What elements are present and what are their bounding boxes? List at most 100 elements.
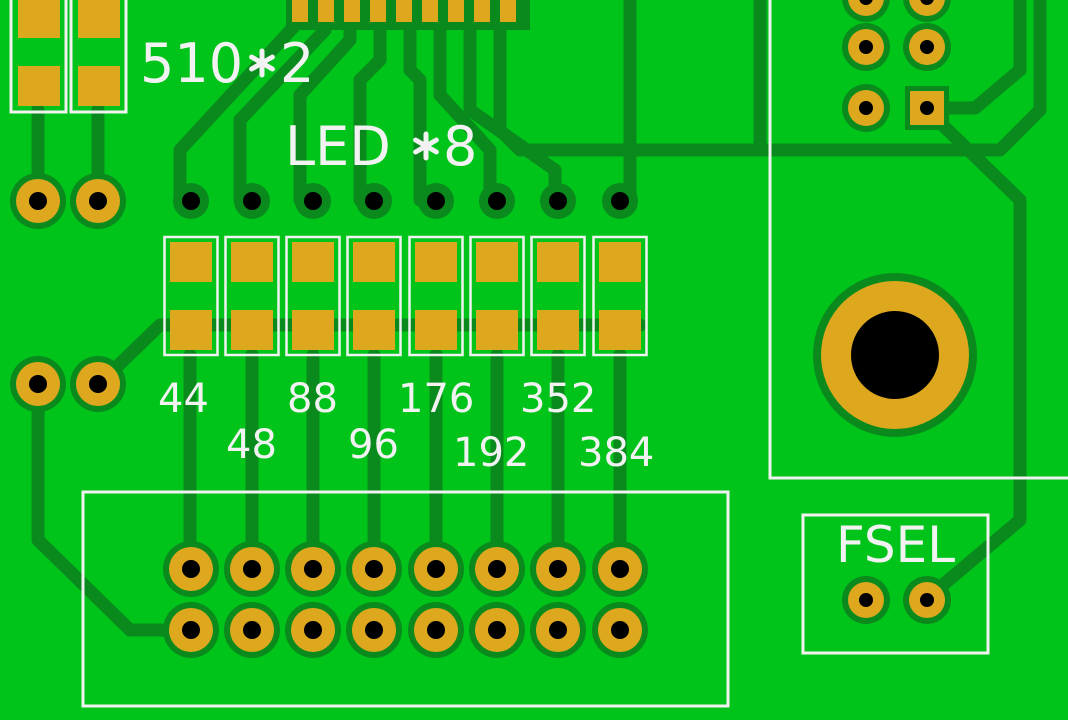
freq-label: 48	[226, 422, 277, 468]
drill-hole	[89, 375, 107, 393]
drill-hole	[304, 560, 322, 578]
module-outline	[768, 0, 1068, 480]
freq-label: 352	[520, 376, 596, 422]
silkscreen-text: 510 2 LED 8 44 48 88 96 176 192 352 384 …	[140, 32, 955, 574]
copper	[10, 0, 977, 658]
resistor-pad	[18, 66, 60, 106]
drill-hole	[859, 40, 873, 54]
drill-hole	[182, 560, 200, 578]
connector-finger	[474, 0, 490, 22]
mounting-hole-drill	[851, 311, 939, 399]
resistor-outline	[9, 0, 68, 114]
freq-label: 384	[578, 430, 654, 476]
connector-finger	[422, 0, 438, 22]
via-drill	[549, 192, 567, 210]
led-pad-top	[599, 242, 641, 282]
led-pad-bottom	[537, 310, 579, 350]
led-outline	[285, 235, 341, 357]
led-pad-top	[292, 242, 334, 282]
drill-hole	[549, 560, 567, 578]
connector-finger	[370, 0, 386, 22]
connector-finger	[318, 0, 334, 22]
connector-finger	[448, 0, 464, 22]
led-count: 8	[443, 115, 477, 178]
led-outline	[530, 235, 586, 357]
header-outline	[81, 490, 730, 708]
led-pad-bottom	[231, 310, 273, 350]
via-drill	[365, 192, 383, 210]
drill-hole	[488, 560, 506, 578]
resistor-count: 2	[280, 32, 314, 95]
via-drill	[243, 192, 261, 210]
connector-finger	[500, 0, 516, 22]
led-outline	[346, 235, 402, 357]
silkscreen	[9, 0, 1068, 708]
led-pad-bottom	[476, 310, 518, 350]
asterisk-glyph-icon	[413, 131, 439, 161]
pin	[848, 0, 884, 16]
drill-hole	[920, 101, 934, 115]
led-pad-top	[415, 242, 457, 282]
connector-finger	[344, 0, 360, 22]
drill-hole	[89, 192, 107, 210]
drill-hole	[427, 560, 445, 578]
asterisk-glyph-icon	[249, 48, 275, 78]
led-pad-bottom	[353, 310, 395, 350]
top-connector	[286, 0, 530, 30]
resistor-pad	[78, 0, 120, 38]
jumper-label: FSEL	[836, 516, 955, 574]
freq-label: 88	[287, 376, 338, 422]
connector-finger	[396, 0, 412, 22]
resistor-pad	[78, 66, 120, 106]
resistor-label: 510	[140, 32, 243, 95]
trace	[433, 0, 497, 207]
led-outline	[408, 235, 464, 357]
drill-hole	[365, 560, 383, 578]
freq-label: 44	[158, 376, 209, 422]
drill-hole	[611, 621, 629, 639]
trace	[918, 101, 1027, 607]
led-pad-bottom	[170, 310, 212, 350]
drill-hole	[859, 0, 873, 5]
through-holes	[10, 0, 951, 658]
drill-hole	[304, 621, 322, 639]
led-outlines	[163, 235, 648, 357]
pin	[909, 0, 945, 16]
via-drill	[182, 192, 200, 210]
led-label: LED	[285, 115, 391, 178]
via-drill	[427, 192, 445, 210]
drill-hole	[920, 40, 934, 54]
freq-label: 192	[453, 430, 529, 476]
led-pad-bottom	[415, 310, 457, 350]
drill-hole	[549, 621, 567, 639]
drill-hole	[243, 621, 261, 639]
drill-hole	[29, 375, 47, 393]
drill-hole	[920, 0, 934, 5]
led-pad-top	[231, 242, 273, 282]
drill-hole	[859, 593, 873, 607]
led-pad-top	[537, 242, 579, 282]
led-pad-top	[170, 242, 212, 282]
connector-finger	[292, 0, 308, 22]
drill-hole	[920, 593, 934, 607]
led-pad-bottom	[292, 310, 334, 350]
drill-hole	[365, 621, 383, 639]
led-outline	[224, 235, 280, 357]
drill-hole	[859, 101, 873, 115]
led-pad-top	[353, 242, 395, 282]
led-pads	[170, 242, 641, 350]
drill-hole	[29, 192, 47, 210]
freq-label: 176	[398, 376, 474, 422]
drill-hole	[243, 560, 261, 578]
via-drill	[611, 192, 629, 210]
led-outline	[163, 235, 219, 357]
led-pad-bottom	[599, 310, 641, 350]
drill-hole	[427, 621, 445, 639]
jumper-outline	[801, 513, 990, 655]
led-pad-top	[476, 242, 518, 282]
via-drill	[488, 192, 506, 210]
trace	[918, 0, 1027, 115]
led-outline	[592, 235, 648, 357]
drill-hole	[488, 621, 506, 639]
